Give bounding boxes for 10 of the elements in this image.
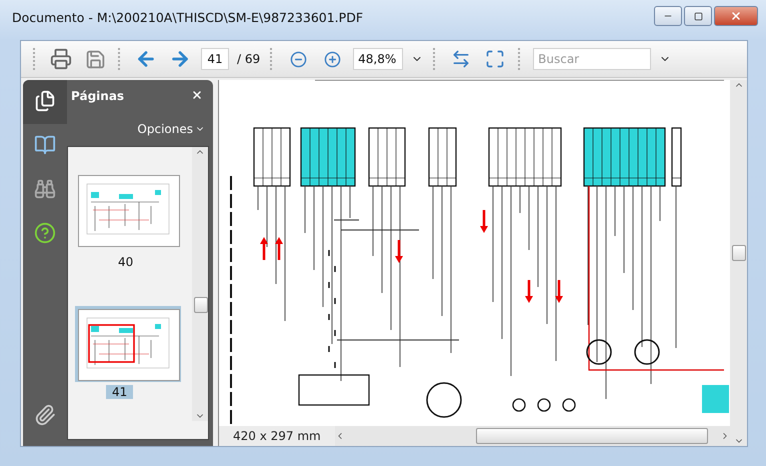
search-field: Buscar xyxy=(533,48,652,70)
page-label: 41 xyxy=(106,385,134,399)
window-title: Documento - M:\200210A\THISCD\SM-E\987233601.PDF xyxy=(12,10,364,24)
page-number-field: 41 xyxy=(201,48,229,70)
page-count: / 69 xyxy=(237,52,260,66)
panel-title: Páginas xyxy=(71,89,124,103)
page-label: 40 xyxy=(117,255,134,269)
page-size: 420 x 297 mm xyxy=(232,429,322,443)
options-menu: Opciones xyxy=(137,122,205,136)
zoom-field: 48,8% xyxy=(353,48,404,70)
